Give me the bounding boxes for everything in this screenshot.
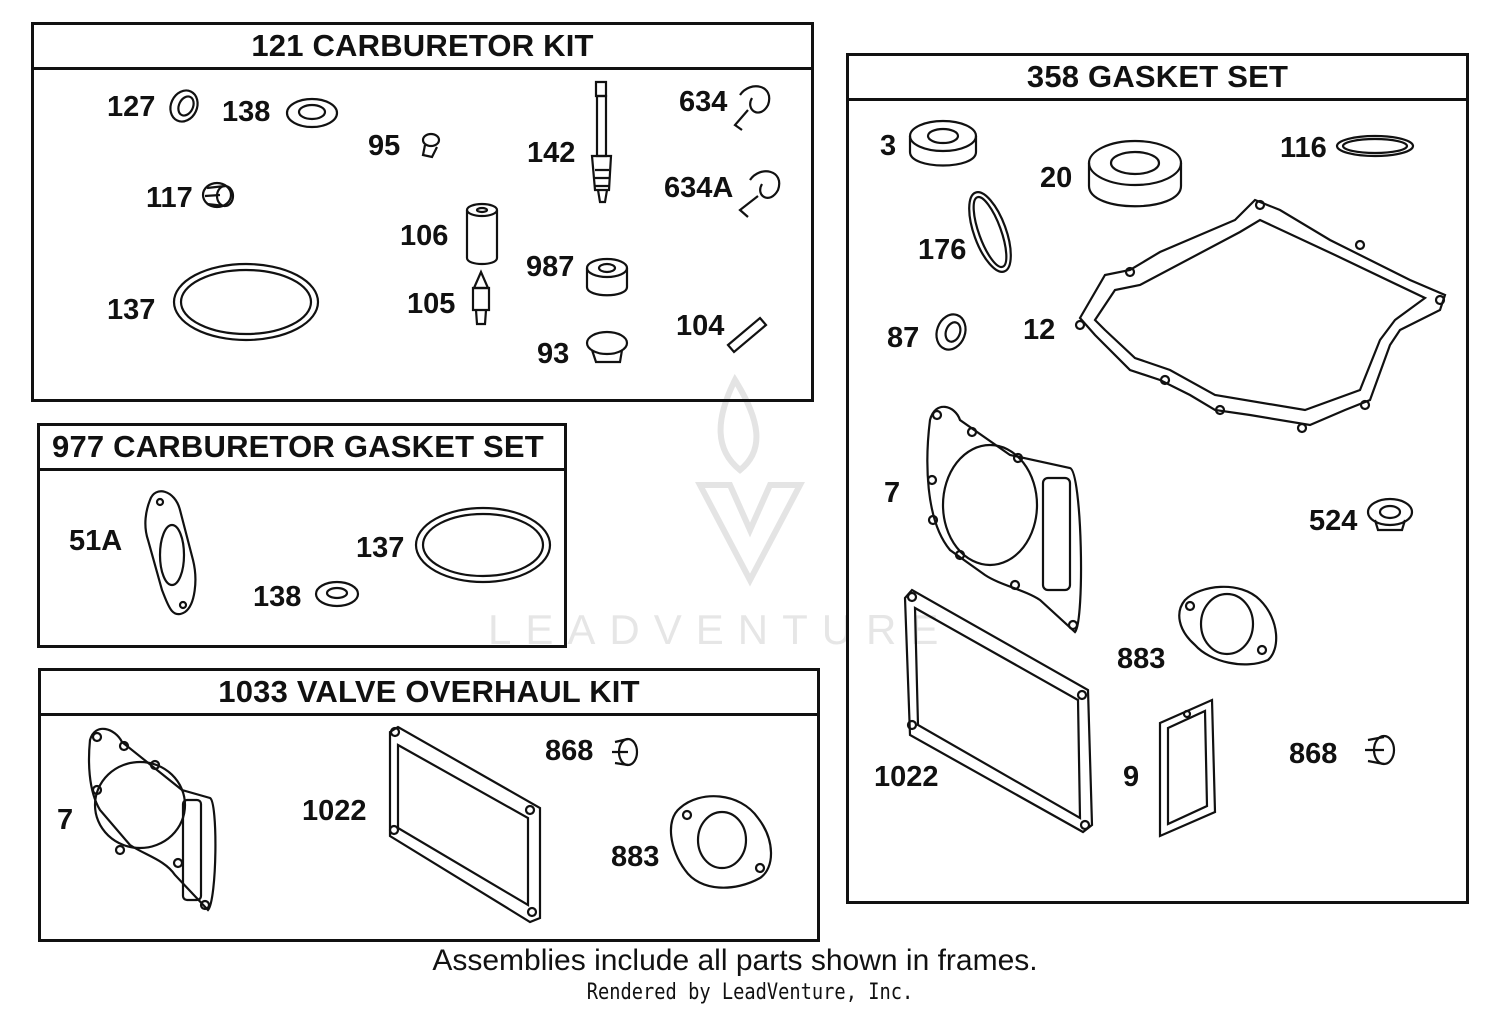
frame-valve-overhaul-kit: 1033 VALVE OVERHAUL KIT xyxy=(38,668,820,942)
part-label-9[interactable]: 9 xyxy=(1123,761,1140,793)
part-label-3[interactable]: 3 xyxy=(880,130,897,162)
frame-title-valve-overhaul-kit: 1033 VALVE OVERHAUL KIT xyxy=(41,671,817,716)
frame-carburetor-kit: 121 CARBURETOR KIT xyxy=(31,22,814,402)
part-label-127[interactable]: 127 xyxy=(107,91,156,123)
part-label-20[interactable]: 20 xyxy=(1040,162,1073,194)
part-label-7-valve[interactable]: 7 xyxy=(57,804,74,836)
render-credit: Rendered by LeadVenture, Inc. xyxy=(586,980,914,1005)
part-label-93[interactable]: 93 xyxy=(537,338,570,370)
part-label-137-gasket-set[interactable]: 137 xyxy=(356,532,405,564)
part-label-142[interactable]: 142 xyxy=(527,137,576,169)
part-label-137[interactable]: 137 xyxy=(107,294,156,326)
part-label-106[interactable]: 106 xyxy=(400,220,449,252)
watermark-logo-icon xyxy=(700,380,800,580)
part-label-104[interactable]: 104 xyxy=(676,310,725,342)
part-label-12[interactable]: 12 xyxy=(1023,314,1056,346)
part-label-138[interactable]: 138 xyxy=(222,96,271,128)
part-label-883-valve[interactable]: 883 xyxy=(611,841,660,873)
part-label-138-gasket-set[interactable]: 138 xyxy=(253,581,302,613)
frame-title-carburetor-gasket-set: 977 CARBURETOR GASKET SET xyxy=(40,426,564,471)
part-label-87[interactable]: 87 xyxy=(887,322,920,354)
part-label-117[interactable]: 117 xyxy=(146,182,193,214)
part-label-7[interactable]: 7 xyxy=(884,477,901,509)
frame-title-carburetor-kit: 121 CARBURETOR KIT xyxy=(34,25,811,70)
frame-carburetor-gasket-set: 977 CARBURETOR GASKET SET xyxy=(37,423,567,648)
part-label-634[interactable]: 634 xyxy=(679,86,728,118)
part-label-116[interactable]: 116 xyxy=(1280,132,1327,164)
part-label-176[interactable]: 176 xyxy=(918,234,967,266)
part-label-1022-valve[interactable]: 1022 xyxy=(302,795,367,827)
part-label-868-valve[interactable]: 868 xyxy=(545,735,594,767)
part-label-634A[interactable]: 634A xyxy=(664,172,734,204)
frame-gasket-set: 358 GASKET SET xyxy=(846,53,1469,904)
part-label-883[interactable]: 883 xyxy=(1117,643,1166,675)
part-label-51A[interactable]: 51A xyxy=(69,525,123,557)
part-label-868[interactable]: 868 xyxy=(1289,738,1338,770)
frame-title-gasket-set: 358 GASKET SET xyxy=(849,56,1466,101)
part-label-1022[interactable]: 1022 xyxy=(874,761,939,793)
assemblies-note: Assemblies include all parts shown in fr… xyxy=(432,944,1038,977)
part-label-524[interactable]: 524 xyxy=(1309,505,1358,537)
part-label-987[interactable]: 987 xyxy=(526,251,575,283)
part-label-95[interactable]: 95 xyxy=(368,130,401,162)
part-label-105[interactable]: 105 xyxy=(407,288,456,320)
